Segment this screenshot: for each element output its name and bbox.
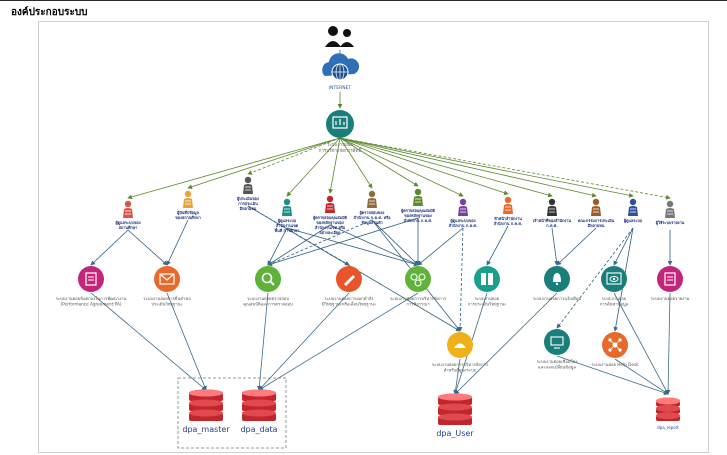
user-role-label: สำนักงานเขต: [276, 223, 299, 228]
user-role-label: ก.ค.ศ.: [546, 223, 558, 228]
user-role-label: ของหลักฐานของ: [316, 220, 344, 226]
diagram-frame: [38, 21, 709, 453]
subsystem-module-label: ระบบงานย่อยการแจ้งเตือน: [533, 296, 581, 301]
subsystem-module-label: ระบบงานย่อยเชื่อมโยง: [537, 358, 578, 364]
user-role-label: ผู้ใช้ระบบรายงาน: [656, 219, 685, 226]
subsystem-module-icon: [601, 266, 627, 292]
hub-label-line-2: การบริหารจัดการสิทธิ์: [319, 146, 363, 154]
subsystem-module-icon: [405, 266, 431, 292]
user-role-label: สำนักงาน ก.ค.ศ.: [494, 221, 523, 226]
user-role-label: เจ้าหน้าที่ของสำนักงาน: [533, 217, 571, 223]
user-role-label: ของสถานศึกษา: [175, 215, 200, 220]
user-role-label: ผู้ดูแลระบบ: [278, 217, 297, 224]
user-role-icon: [503, 196, 513, 214]
database-label: dpa_data: [240, 425, 277, 434]
subsystem-module-label: ระบบงานย่อย Help Desk: [591, 362, 639, 367]
user-role-label: ผู้ตรวจสอบคุณสมบัติ: [313, 214, 347, 221]
user-role-label: พื้นที่ การศึกษา: [274, 227, 300, 233]
user-role-label: ข้อมูลส่วนตัว: [361, 219, 382, 226]
master-data-boundary: [177, 377, 287, 449]
internet-cloud-icon: [322, 53, 360, 81]
user-role-label: สำนักงาน ก.ค.ศ. หรือ: [354, 215, 392, 220]
database-label: dpa_master: [182, 425, 230, 434]
user-role-icon: [183, 190, 193, 208]
database-icon: [656, 397, 680, 421]
user-role-label: สำนักงาน ก.ค.ศ.: [404, 218, 433, 223]
user-role-label: ผู้ดูแลระบบของ: [450, 217, 475, 224]
user-role-icon: [413, 188, 423, 206]
subsystem-module-label: การประเมินวิทยฐานะ: [468, 302, 507, 307]
user-role-icon: [628, 198, 638, 216]
page-header: องค์ประกอบระบบ: [0, 0, 727, 23]
subsystem-module-icon: [474, 266, 500, 292]
user-role-label: คณะกรรมการประเมิน: [578, 217, 615, 223]
user-role-label: ผู้ดูแลระบบของ: [115, 219, 140, 226]
subsystem-module-icon: [544, 266, 570, 292]
subsystem-module-icon: [336, 266, 362, 292]
user-role-label: ผู้ประเมินของ: [237, 195, 259, 202]
user-role-icon: [123, 200, 133, 218]
user-role-label: มีหลายหน: [239, 206, 257, 211]
subsystem-module-label: สำหรับผู้ดูแลระบบ: [444, 368, 477, 374]
subsystem-module-icon: [447, 332, 473, 358]
user-role-icon: [458, 198, 468, 216]
subsystem-module-label: มีวิทยฐานะหรือเลื่อนวิทยฐานะ: [322, 301, 377, 307]
user-role-label: มีหลายหน: [587, 223, 605, 228]
subsystem-module-label: ระบบงานย่อยตรวจสอบ: [247, 296, 289, 301]
user-role-icon: [547, 198, 557, 216]
subsystem-module-label: และแลกเปลี่ยนข้อมูล: [538, 364, 576, 371]
user-role-label: ผู้ดูแลระบบ: [624, 217, 643, 224]
subsystem-module-icon: [154, 266, 180, 292]
subsystem-module-label: ระบบงานย่อยรายงาน: [651, 296, 690, 301]
subsystem-module-label: ระบบงานย่อยการบริหารจัดการ: [390, 296, 447, 301]
users-group-icon: [325, 26, 354, 47]
internet-label: INTERNET: [329, 85, 352, 91]
database-icon: [242, 389, 276, 421]
subsystem-module-label: การค้นหาข้อมูล: [600, 302, 629, 308]
user-role-label: ผู้บันทึกข้อมูล: [177, 209, 199, 216]
subsystem-module-label: ระบบงานย่อยการบริหารจัดการ: [432, 362, 489, 367]
hub-module-icon: [326, 110, 354, 138]
user-role-label: อย่างละเอียด: [319, 230, 341, 235]
database-label: dpa_User: [436, 429, 474, 438]
subsystem-module-icon: [602, 332, 628, 358]
user-role-icon: [243, 176, 253, 194]
user-role-label: ผู้ตรวจสอบคุณสมบัติ: [401, 207, 435, 214]
user-role-label: ของหลักฐานของ: [404, 213, 432, 219]
database-icon: [189, 389, 223, 421]
subsystem-module-icon: [255, 266, 281, 292]
page-title: องค์ประกอบระบบ: [11, 7, 88, 18]
subsystem-module-label: ระบบงานย่อยข้อตกลงในการพัฒนางาน: [56, 295, 127, 301]
subsystem-module-label: (Performance Agreement:PA): [61, 302, 122, 307]
database-icon: [438, 393, 472, 425]
user-role-icon: [591, 198, 601, 216]
user-role-label: สำนักงานเขต หรือ: [315, 225, 346, 230]
subsystem-module-label: ประเมินวิทยฐานะ: [151, 302, 183, 307]
subsystem-module-label: ระบบงานย่อย: [475, 296, 500, 301]
subsystem-module-icon: [544, 329, 570, 355]
user-role-label: การประเมิน: [238, 200, 258, 206]
subsystem-module-icon: [78, 266, 104, 292]
subsystem-module-label: ระบบงานย่อย: [602, 296, 627, 301]
database-label: dpa_report: [657, 425, 679, 430]
user-role-label: สถานศึกษา: [119, 225, 138, 230]
user-role-label: หัวหน้าสำนักงาน: [494, 215, 522, 221]
user-role-label: ผู้ตรวจสอบของ: [360, 209, 385, 216]
hub-label-line-1: ระบบงานย่อย: [327, 142, 354, 148]
user-role-label: สำนักงาน ก.ค.ศ.: [449, 223, 478, 228]
user-role-icon: [665, 200, 675, 218]
subsystem-module-label: คุณสมบัติและการตรวจสอบ: [243, 302, 293, 308]
subsystem-module-label: ระบบงานย่อยการออกคำสั่ง: [325, 295, 374, 301]
user-role-icon: [325, 195, 335, 213]
user-role-icon: [367, 190, 377, 208]
subsystem-module-label: ระบบงานย่อยการยื่นคำขอ: [143, 295, 191, 301]
subsystem-module-icon: [657, 266, 683, 292]
user-role-icon: [282, 198, 292, 216]
subsystem-module-label: การพิจารณา: [406, 302, 429, 307]
